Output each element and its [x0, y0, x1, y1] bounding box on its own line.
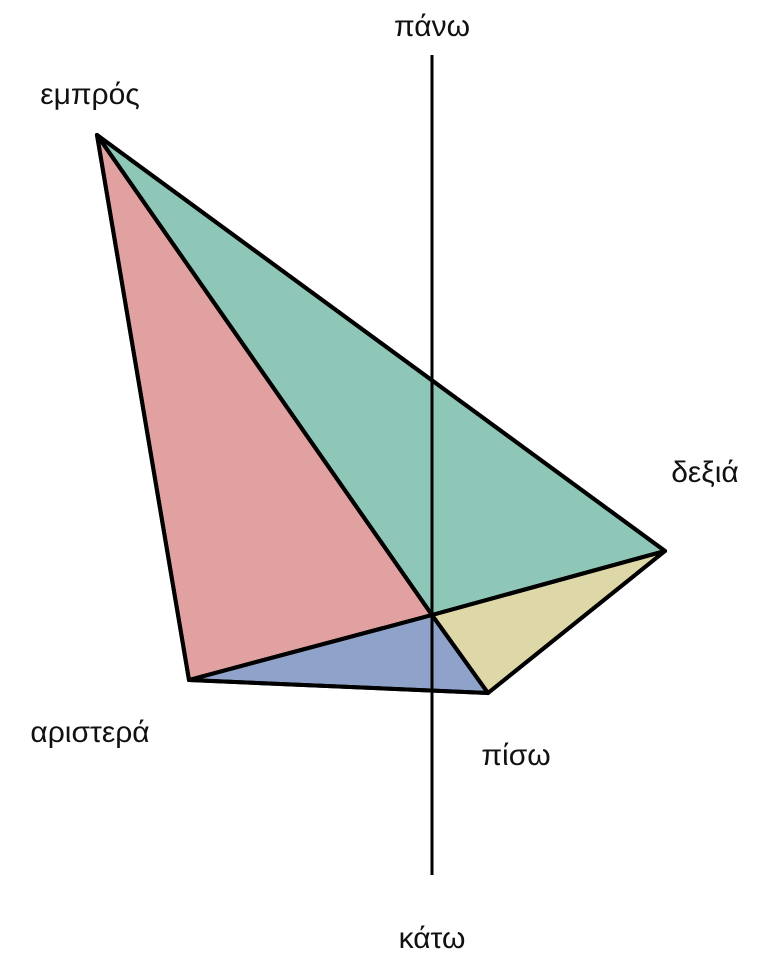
- label-back: πίσω: [481, 739, 550, 772]
- edge-front-center: [95, 133, 434, 617]
- edge-right-center: [430, 549, 667, 617]
- label-right: δεξιά: [671, 456, 739, 489]
- edge-back-center: [430, 613, 490, 695]
- label-down: κάτω: [399, 922, 466, 955]
- edge-left-center: [187, 613, 434, 682]
- label-left: αριστερά: [30, 716, 149, 749]
- label-up: πάνω: [394, 10, 470, 43]
- label-front: εμπρός: [40, 78, 140, 111]
